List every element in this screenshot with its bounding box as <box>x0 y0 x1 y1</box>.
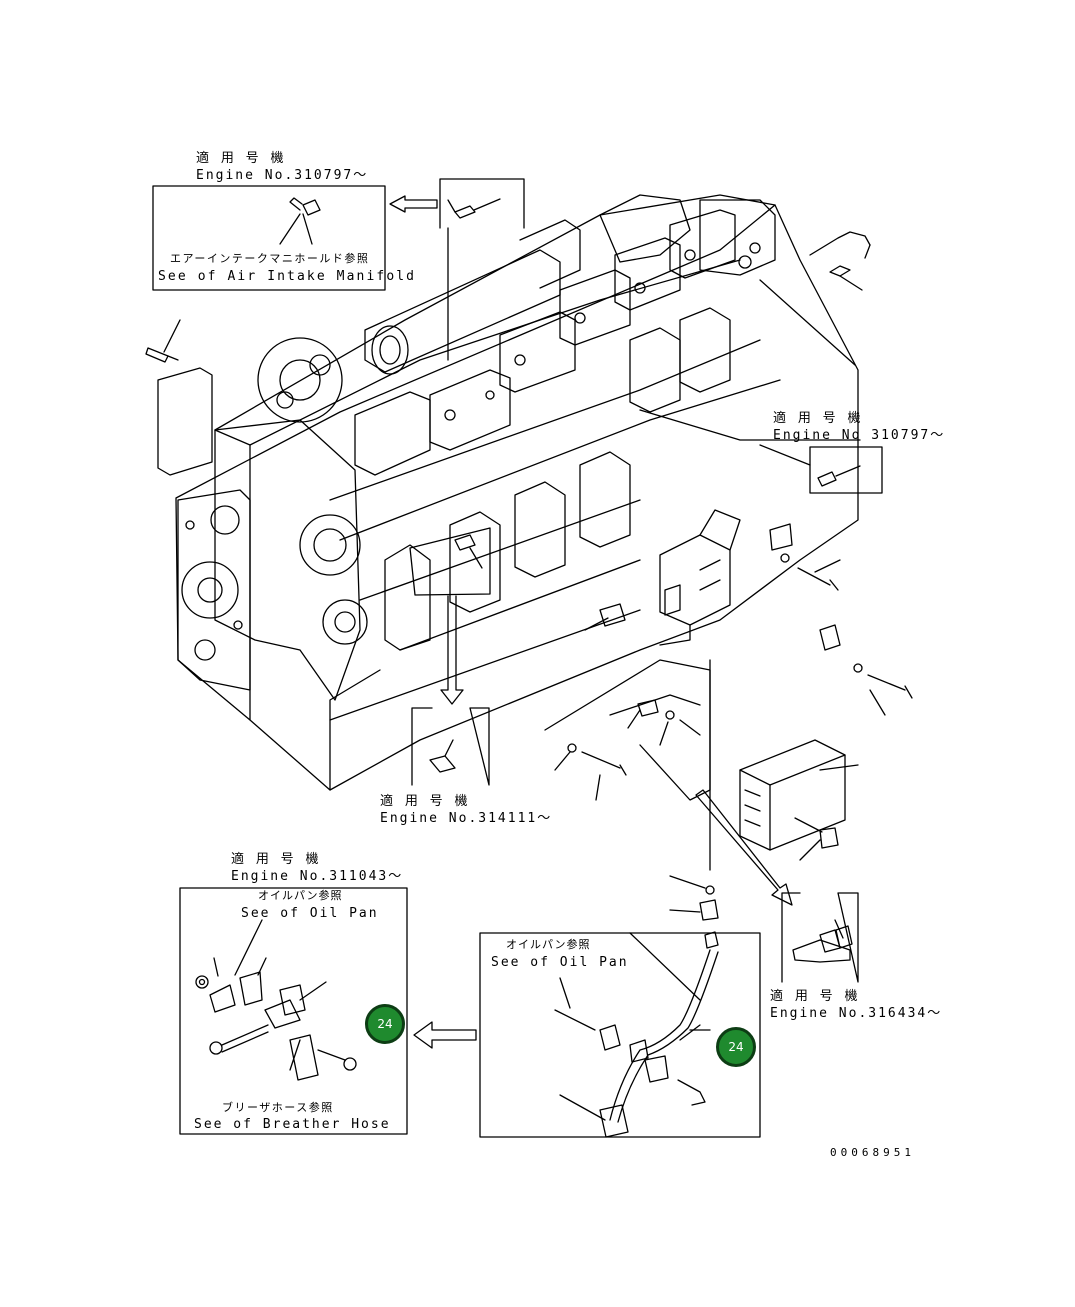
ecm-bracket <box>660 510 740 645</box>
sensor-right-part <box>760 445 860 486</box>
sensor-right-box <box>810 447 882 493</box>
breather-oil-pan-jp: オイルパン参照 <box>258 889 343 902</box>
oil-pipe-item-badge[interactable]: 24 <box>716 1027 756 1067</box>
drawing-number: 00068951 <box>830 1146 915 1159</box>
breather-engine-no: Engine No.311043～ <box>231 869 404 884</box>
timing-cover <box>178 490 250 690</box>
sensor-top-part <box>448 199 500 360</box>
breather-applicable-label: 適 用 号 機 <box>231 852 321 867</box>
intake-manifold <box>365 195 775 374</box>
breather-oil-pan-en: See of Oil Pan <box>241 906 379 921</box>
rear-plate <box>158 338 367 700</box>
oil-pipe-oil-pan-jp: オイルパン参照 <box>506 938 591 951</box>
bracket-bolts <box>585 524 912 715</box>
arrow-to-breather <box>414 1022 476 1048</box>
air-intake-engine-no: Engine No.310797～ <box>196 168 369 183</box>
air-intake-applicable-label: 適 用 号 機 <box>196 151 286 166</box>
sensor-bottom-engine-no: Engine No.314111～ <box>380 811 553 826</box>
oil-pipe <box>555 660 718 1137</box>
breather-parts <box>196 920 356 1080</box>
arrow-to-air-intake <box>390 196 437 212</box>
oil-pipe-oil-pan-en: See of Oil Pan <box>491 955 629 970</box>
sensor-bottom-part <box>430 740 455 772</box>
left-plug-part <box>146 320 180 362</box>
ecm-unit <box>740 740 858 860</box>
side-openings <box>385 308 730 650</box>
sensor-bottom-box <box>412 708 489 785</box>
connector-applicable-label: 適 用 号 機 <box>770 989 860 1004</box>
breather-hose-en: See of Breather Hose <box>194 1117 391 1132</box>
sensor-top-box <box>440 179 524 228</box>
air-intake-ref-en: See of Air Intake Manifold <box>158 269 417 284</box>
mid-bolt-group <box>545 660 710 800</box>
breather-callout-box <box>180 888 407 1134</box>
arrow-down-bottom <box>441 596 463 704</box>
sensor-right-applicable-label: 適 用 号 機 <box>773 411 863 426</box>
connector-engine-no: Engine No.316434～ <box>770 1006 943 1021</box>
air-intake-callout-box <box>153 186 385 290</box>
cylinder-block-outline <box>176 195 860 790</box>
breather-item-badge[interactable]: 24 <box>365 1004 405 1044</box>
arrow-to-connector <box>696 790 792 905</box>
oil-pipe-callout-box <box>480 933 760 1137</box>
connector-parts <box>793 920 852 962</box>
oxygen-sensor-part <box>810 232 870 290</box>
connector-box <box>782 893 858 982</box>
air-intake-ref-jp: エアーインテークマニホールド参照 <box>170 252 370 265</box>
air-intake-part <box>280 198 320 244</box>
center-sensor-callout <box>410 528 490 595</box>
breather-hose-jp: ブリーザホース参照 <box>222 1101 334 1114</box>
sensor-bottom-applicable-label: 適 用 号 機 <box>380 794 470 809</box>
sensor-right-engine-no: Engine No 310797～ <box>773 428 946 443</box>
head-covers <box>355 210 735 475</box>
